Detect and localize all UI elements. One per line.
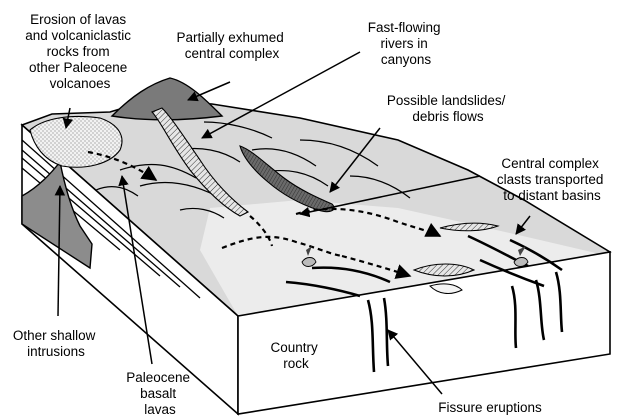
label-clasts-transported: Central complex clasts transported to di… [497, 156, 607, 203]
label-fast-flowing-rivers: Fast-flowing rivers in canyons [368, 20, 445, 67]
label-paleocene-basalt: Paleocene basalt lavas [126, 370, 194, 417]
label-landslides: Possible landslides/ debris flows [387, 93, 509, 124]
label-fissure-eruptions: Fissure eruptions [438, 400, 542, 415]
label-exhumed-central-complex: Partially exhumed central complex [176, 30, 287, 61]
label-erosion: Erosion of lavas and volcaniclastic rock… [25, 12, 135, 91]
label-shallow-intrusions: Other shallow intrusions [13, 328, 99, 359]
